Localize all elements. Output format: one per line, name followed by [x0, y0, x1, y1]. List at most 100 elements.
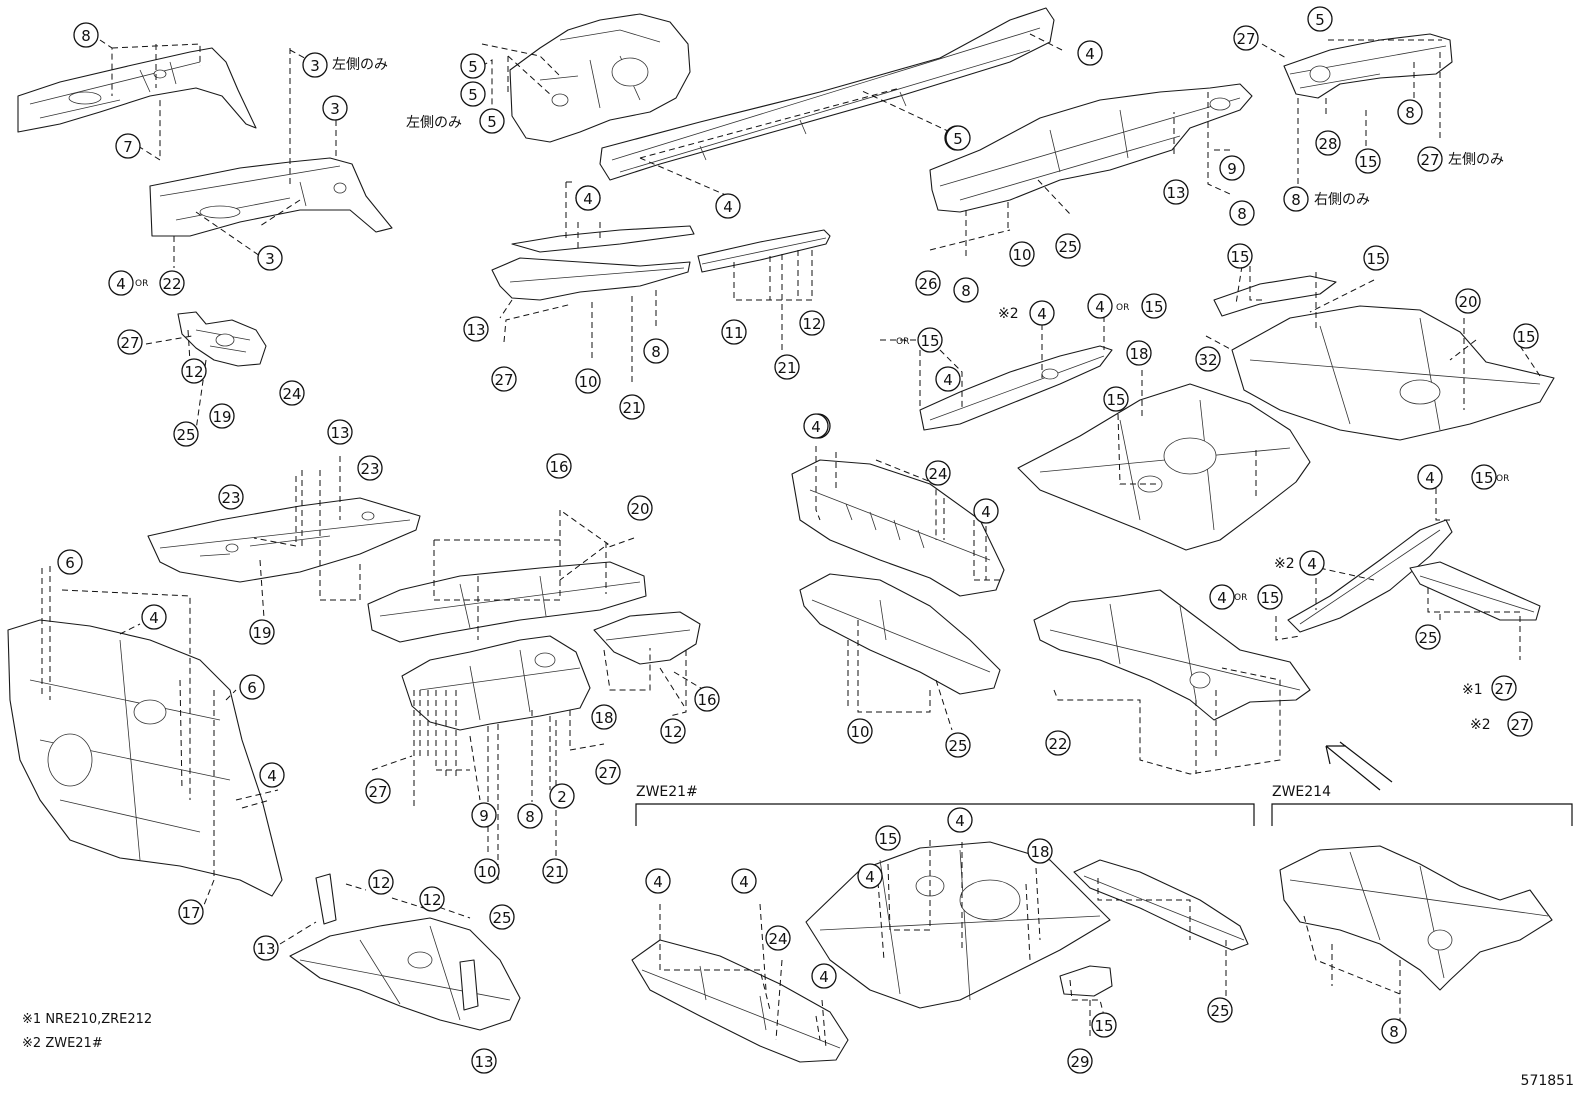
callout-number: 19 — [212, 408, 231, 426]
callout-circle — [365, 778, 391, 804]
callout-circle — [1077, 40, 1103, 66]
callout-circle — [1229, 200, 1255, 226]
callout-number: 13 — [330, 424, 349, 442]
callout-4: 4 — [947, 807, 973, 833]
part-rear-right-channel — [1287, 519, 1541, 633]
callout-4: 4 — [108, 270, 134, 296]
callout-circle — [945, 732, 971, 758]
callout-number: 27 — [120, 334, 139, 352]
callout-circle — [249, 619, 275, 645]
callout-number: 8 — [81, 27, 91, 45]
callout-number: 10 — [850, 723, 869, 741]
part-rocker-rail — [599, 7, 1055, 181]
callout-circle — [847, 718, 873, 744]
callout-circle — [619, 394, 645, 420]
callout-4: 4 — [645, 868, 671, 894]
callout-4: 4 — [1417, 464, 1443, 490]
callout-number: 27 — [494, 371, 513, 389]
callout-number: 27 — [1494, 680, 1513, 698]
callout-number: 27 — [368, 783, 387, 801]
callout-27: 27 — [1233, 25, 1259, 51]
callout-16: 16 — [546, 453, 572, 479]
callout-25: 25 — [173, 421, 199, 447]
callout-number: 25 — [176, 426, 195, 444]
callout-number: 4 — [981, 503, 991, 521]
callout-8: 8 — [517, 803, 543, 829]
callout-8: 8 — [953, 277, 979, 303]
part-front-floor-pan — [147, 497, 421, 583]
callout-circle — [799, 310, 825, 336]
callout-circle — [595, 759, 621, 785]
callout-circle — [660, 718, 686, 744]
part-zwe21-cross-bar — [1059, 859, 1249, 997]
callout-circle — [1067, 1048, 1093, 1074]
part-side-bracket — [593, 611, 701, 665]
callout-circle — [322, 95, 348, 121]
callout-number: 13 — [256, 940, 275, 958]
callout-circle — [1513, 323, 1539, 349]
callout-15: 15 — [1227, 243, 1253, 269]
callout-number: 10 — [1012, 246, 1031, 264]
callout-layer: 8337342227121925555454541327108211112214… — [57, 6, 1539, 1074]
group-bracket-zwe214 — [1271, 803, 1573, 826]
callout-17: 17 — [178, 899, 204, 925]
callout-18: 18 — [1126, 340, 1152, 366]
callout-27: 27 — [595, 759, 621, 785]
callout-5: 5 — [460, 53, 486, 79]
callout-10: 10 — [474, 858, 500, 884]
callout-circle — [546, 453, 572, 479]
callout-27: 27 — [117, 329, 143, 355]
callout-13: 13 — [327, 419, 353, 445]
part-short-channel — [697, 229, 831, 273]
illustration-number: 571851 — [1520, 1073, 1574, 1089]
callout-number: 25 — [1058, 238, 1077, 256]
callout-circle — [721, 319, 747, 345]
callout-12: 12 — [368, 869, 394, 895]
callout-circle — [575, 185, 601, 211]
part-rear-floor-extension — [1213, 275, 1555, 441]
callout-number: 13 — [466, 321, 485, 339]
callout-number: 4 — [1425, 469, 1435, 487]
callout-27: 27 — [491, 366, 517, 392]
callout-circle — [1219, 155, 1245, 181]
callout-number: 2 — [557, 788, 567, 806]
callout-20: 20 — [627, 495, 653, 521]
callout-circle — [471, 1048, 497, 1074]
callout-number: 10 — [578, 373, 597, 391]
part-rear-floor-pan — [1017, 383, 1311, 551]
callout-4: 4 — [1209, 584, 1235, 610]
group-label-zwe21: ZWE21# — [636, 784, 698, 800]
callout-number: 11 — [724, 324, 743, 342]
callout-20: 20 — [1455, 288, 1481, 314]
callout-8: 8 — [1283, 186, 1309, 212]
callout-3: 3 — [257, 245, 283, 271]
callout-number: 8 — [1389, 1023, 1399, 1041]
or-label: OR — [1116, 303, 1129, 313]
callout-28: 28 — [1315, 130, 1341, 156]
callout-number: 10 — [477, 863, 496, 881]
callout-12: 12 — [799, 310, 825, 336]
callout-circle — [765, 925, 791, 951]
callout-4: 4 — [811, 963, 837, 989]
callout-number: 4 — [1307, 555, 1317, 573]
callout-circle — [460, 81, 486, 107]
callout-number: 6 — [247, 679, 257, 697]
part-shock-tower — [509, 13, 691, 143]
callout-number: 25 — [948, 737, 967, 755]
callout-circle — [915, 270, 941, 296]
callout-circle — [419, 886, 445, 912]
callout-number: 27 — [1420, 151, 1439, 169]
callout-number: 25 — [1418, 629, 1437, 647]
callout-number: 4 — [819, 968, 829, 986]
callout-number: 3 — [310, 57, 320, 75]
part-rear-side-member — [929, 83, 1253, 213]
group-bracket-zwe21 — [635, 803, 1255, 826]
callout-6: 6 — [57, 549, 83, 575]
callout-number: 4 — [943, 371, 953, 389]
callout-circle — [1141, 293, 1167, 319]
callout-number: 4 — [739, 873, 749, 891]
callout-circle — [181, 358, 207, 384]
callout-13: 13 — [471, 1048, 497, 1074]
callout-4: 4 — [857, 863, 883, 889]
callout-number: 12 — [802, 315, 821, 333]
